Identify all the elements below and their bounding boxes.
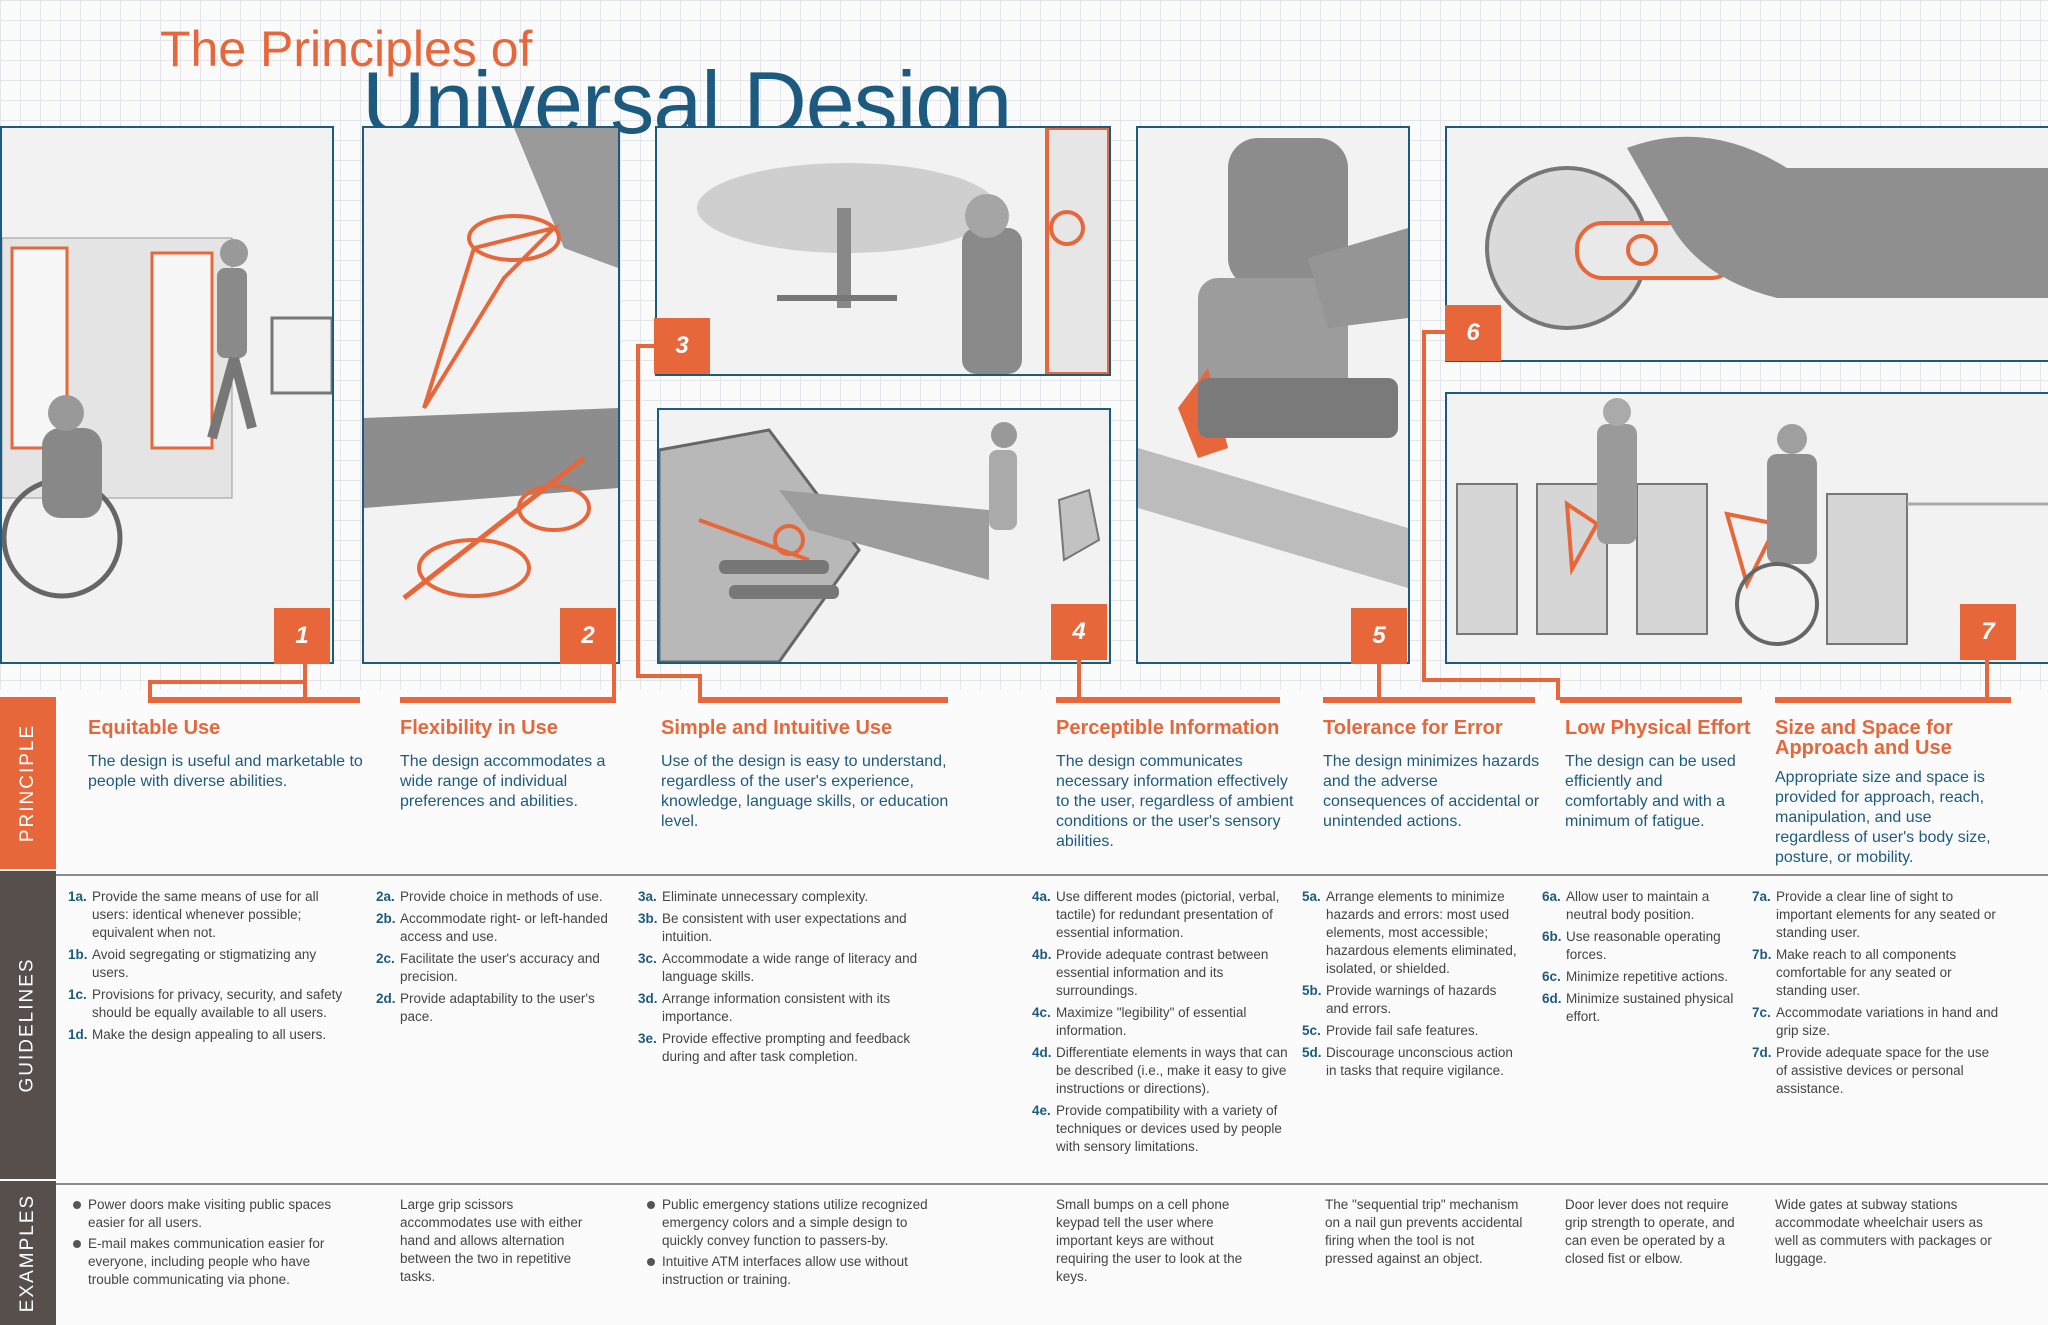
guideline-item: 6d.Minimize sustained physical effort. xyxy=(1542,991,1734,1024)
examples-6: Door lever does not require grip strengt… xyxy=(1565,1196,1745,1268)
principle-title-7: Size and Space for Approach and Use xyxy=(1775,717,1953,759)
example-item: Intuitive ATM interfaces allow use witho… xyxy=(644,1253,944,1289)
guidelines-7: 7a.Provide a clear line of sight to impo… xyxy=(1752,888,2002,1102)
guideline-item: 7c.Accommodate variations in hand and gr… xyxy=(1752,1005,1999,1038)
example-item: Small bumps on a cell phone keypad tell … xyxy=(1056,1197,1243,1284)
guideline-item: 4e.Provide compatibility with a variety … xyxy=(1032,1103,1282,1154)
guideline-item: 5a.Arrange elements to minimize hazards … xyxy=(1302,889,1517,976)
principle-title-5: Tolerance for Error xyxy=(1323,717,1503,739)
sidebar-examples: EXAMPLES xyxy=(0,1181,56,1325)
principle-title-1: Equitable Use xyxy=(88,717,221,739)
illustration-door-lever xyxy=(1445,126,2048,362)
principle-title-3: Simple and Intuitive Use xyxy=(661,717,893,739)
illustration-subway-gates xyxy=(1445,392,2048,664)
guideline-item: 6b.Use reasonable operating forces. xyxy=(1542,929,1721,962)
guideline-item: 3e.Provide effective prompting and feedb… xyxy=(638,1031,911,1064)
guidelines-2: 2a.Provide choice in methods of use. 2b.… xyxy=(376,888,616,1030)
divider-guidelines xyxy=(56,874,2048,876)
guideline-item: 2c.Facilitate the user's accuracy and pr… xyxy=(376,951,600,984)
bullet-icon xyxy=(647,1201,655,1209)
principle-desc-4: The design communicates necessary inform… xyxy=(1056,753,1294,850)
principle-desc-1: The design is useful and marketable to p… xyxy=(88,753,363,790)
principle-number-7: 7 xyxy=(1960,604,2016,660)
illustration-emergency-station xyxy=(655,126,1111,376)
bullet-icon xyxy=(73,1240,81,1248)
title-line-1: The Principles of xyxy=(160,21,533,77)
sidebar-principle-label: PRINCIPLE xyxy=(17,723,38,843)
examples-1: Power doors make visiting public spaces … xyxy=(70,1196,345,1292)
example-item: Power doors make visiting public spaces … xyxy=(70,1196,345,1232)
guideline-item: 2a.Provide choice in methods of use. xyxy=(376,889,603,904)
guideline-item: 2b.Accommodate right- or left-handed acc… xyxy=(376,911,608,944)
guidelines-5: 5a.Arrange elements to minimize hazards … xyxy=(1302,888,1522,1084)
examples-4: Small bumps on a cell phone keypad tell … xyxy=(1056,1196,1266,1286)
example-item: Public emergency stations utilize recogn… xyxy=(644,1196,944,1250)
examples-5: The "sequential trip" mechanism on a nai… xyxy=(1325,1196,1525,1268)
guideline-item: 3a.Eliminate unnecessary complexity. xyxy=(638,889,869,904)
bullet-icon xyxy=(647,1258,655,1266)
guideline-item: 2d.Provide adaptability to the user's pa… xyxy=(376,991,595,1024)
principle-number-3: 3 xyxy=(654,318,710,374)
guideline-item: 4b.Provide adequate contrast between ess… xyxy=(1032,947,1269,998)
guideline-item: 4a.Use different modes (pictorial, verba… xyxy=(1032,889,1280,940)
example-item: Wide gates at subway stations accommodat… xyxy=(1775,1197,1992,1266)
guideline-item: 4d.Differentiate elements in ways that c… xyxy=(1032,1045,1288,1096)
principle-desc-7: Appropriate size and space is provided f… xyxy=(1775,769,1991,866)
principle-title-6: Low Physical Effort xyxy=(1565,717,1751,739)
principle-desc-3: Use of the design is easy to understand,… xyxy=(661,753,949,830)
examples-2: Large grip scissors accommodates use wit… xyxy=(400,1196,600,1286)
principle-desc-6: The design can be used efficiently and c… xyxy=(1565,753,1736,830)
illustration-equitable-use xyxy=(0,126,334,664)
sidebar-guidelines: GUIDELINES xyxy=(0,871,56,1179)
guideline-item: 6c.Minimize repetitive actions. xyxy=(1542,969,1729,984)
principle-number-4: 4 xyxy=(1051,604,1107,660)
guideline-item: 5d.Discourage unconscious action in task… xyxy=(1302,1045,1513,1078)
guideline-item: 1c.Provisions for privacy, security, and… xyxy=(68,987,343,1020)
guideline-item: 3c.Accommodate a wide range of literacy … xyxy=(638,951,918,984)
sidebar-examples-label: EXAMPLES xyxy=(17,1193,38,1313)
guidelines-3: 3a.Eliminate unnecessary complexity. 3b.… xyxy=(638,888,948,1070)
guideline-item: 7d.Provide adequate space for the use of… xyxy=(1752,1045,1990,1096)
illustration-nail-gun xyxy=(1136,126,1410,664)
guideline-item: 1a.Provide the same means of use for all… xyxy=(68,889,319,940)
examples-7: Wide gates at subway stations accommodat… xyxy=(1775,1196,2005,1268)
guidelines-1: 1a.Provide the same means of use for all… xyxy=(68,888,348,1048)
example-item: E-mail makes communication easier for ev… xyxy=(70,1235,345,1289)
sidebar-principle: PRINCIPLE xyxy=(0,697,56,869)
examples-3: Public emergency stations utilize recogn… xyxy=(644,1196,944,1292)
bullet-icon xyxy=(73,1201,81,1209)
guideline-item: 1b.Avoid segregating or stigmatizing any… xyxy=(68,947,317,980)
principle-desc-5: The design minimizes hazards and the adv… xyxy=(1323,753,1540,830)
principle-title-4: Perceptible Information xyxy=(1056,717,1280,739)
principle-number-5: 5 xyxy=(1351,608,1407,664)
sidebar-guidelines-label: GUIDELINES xyxy=(17,957,38,1093)
guidelines-4: 4a.Use different modes (pictorial, verba… xyxy=(1032,888,1288,1160)
guideline-item: 3d.Arrange information consistent with i… xyxy=(638,991,891,1024)
illustration-flexibility-in-use xyxy=(362,126,620,664)
guidelines-6: 6a.Allow user to maintain a neutral body… xyxy=(1542,888,1742,1030)
guideline-item: 6a.Allow user to maintain a neutral body… xyxy=(1542,889,1710,922)
example-item: Door lever does not require grip strengt… xyxy=(1565,1197,1735,1266)
guideline-item: 3b.Be consistent with user expectations … xyxy=(638,911,907,944)
example-item: Large grip scissors accommodates use wit… xyxy=(400,1197,583,1284)
guideline-item: 4c.Maximize "legibility" of essential in… xyxy=(1032,1005,1247,1038)
example-item: The "sequential trip" mechanism on a nai… xyxy=(1325,1197,1523,1266)
divider-examples xyxy=(56,1183,2048,1185)
illustration-atm-keypad xyxy=(657,408,1111,664)
principle-number-2: 2 xyxy=(560,608,616,664)
principle-desc-2: The design accommodates a wide range of … xyxy=(400,753,606,810)
principle-number-1: 1 xyxy=(274,608,330,664)
principle-title-2: Flexibility in Use xyxy=(400,717,558,739)
guideline-item: 7b.Make reach to all components comforta… xyxy=(1752,947,1957,998)
guideline-item: 1d.Make the design appealing to all user… xyxy=(68,1027,327,1042)
guideline-item: 7a.Provide a clear line of sight to impo… xyxy=(1752,889,1996,940)
guideline-item: 5c.Provide fail safe features. xyxy=(1302,1023,1479,1038)
guideline-item: 5b.Provide warnings of hazards and error… xyxy=(1302,983,1497,1016)
principle-number-6: 6 xyxy=(1445,305,1501,361)
